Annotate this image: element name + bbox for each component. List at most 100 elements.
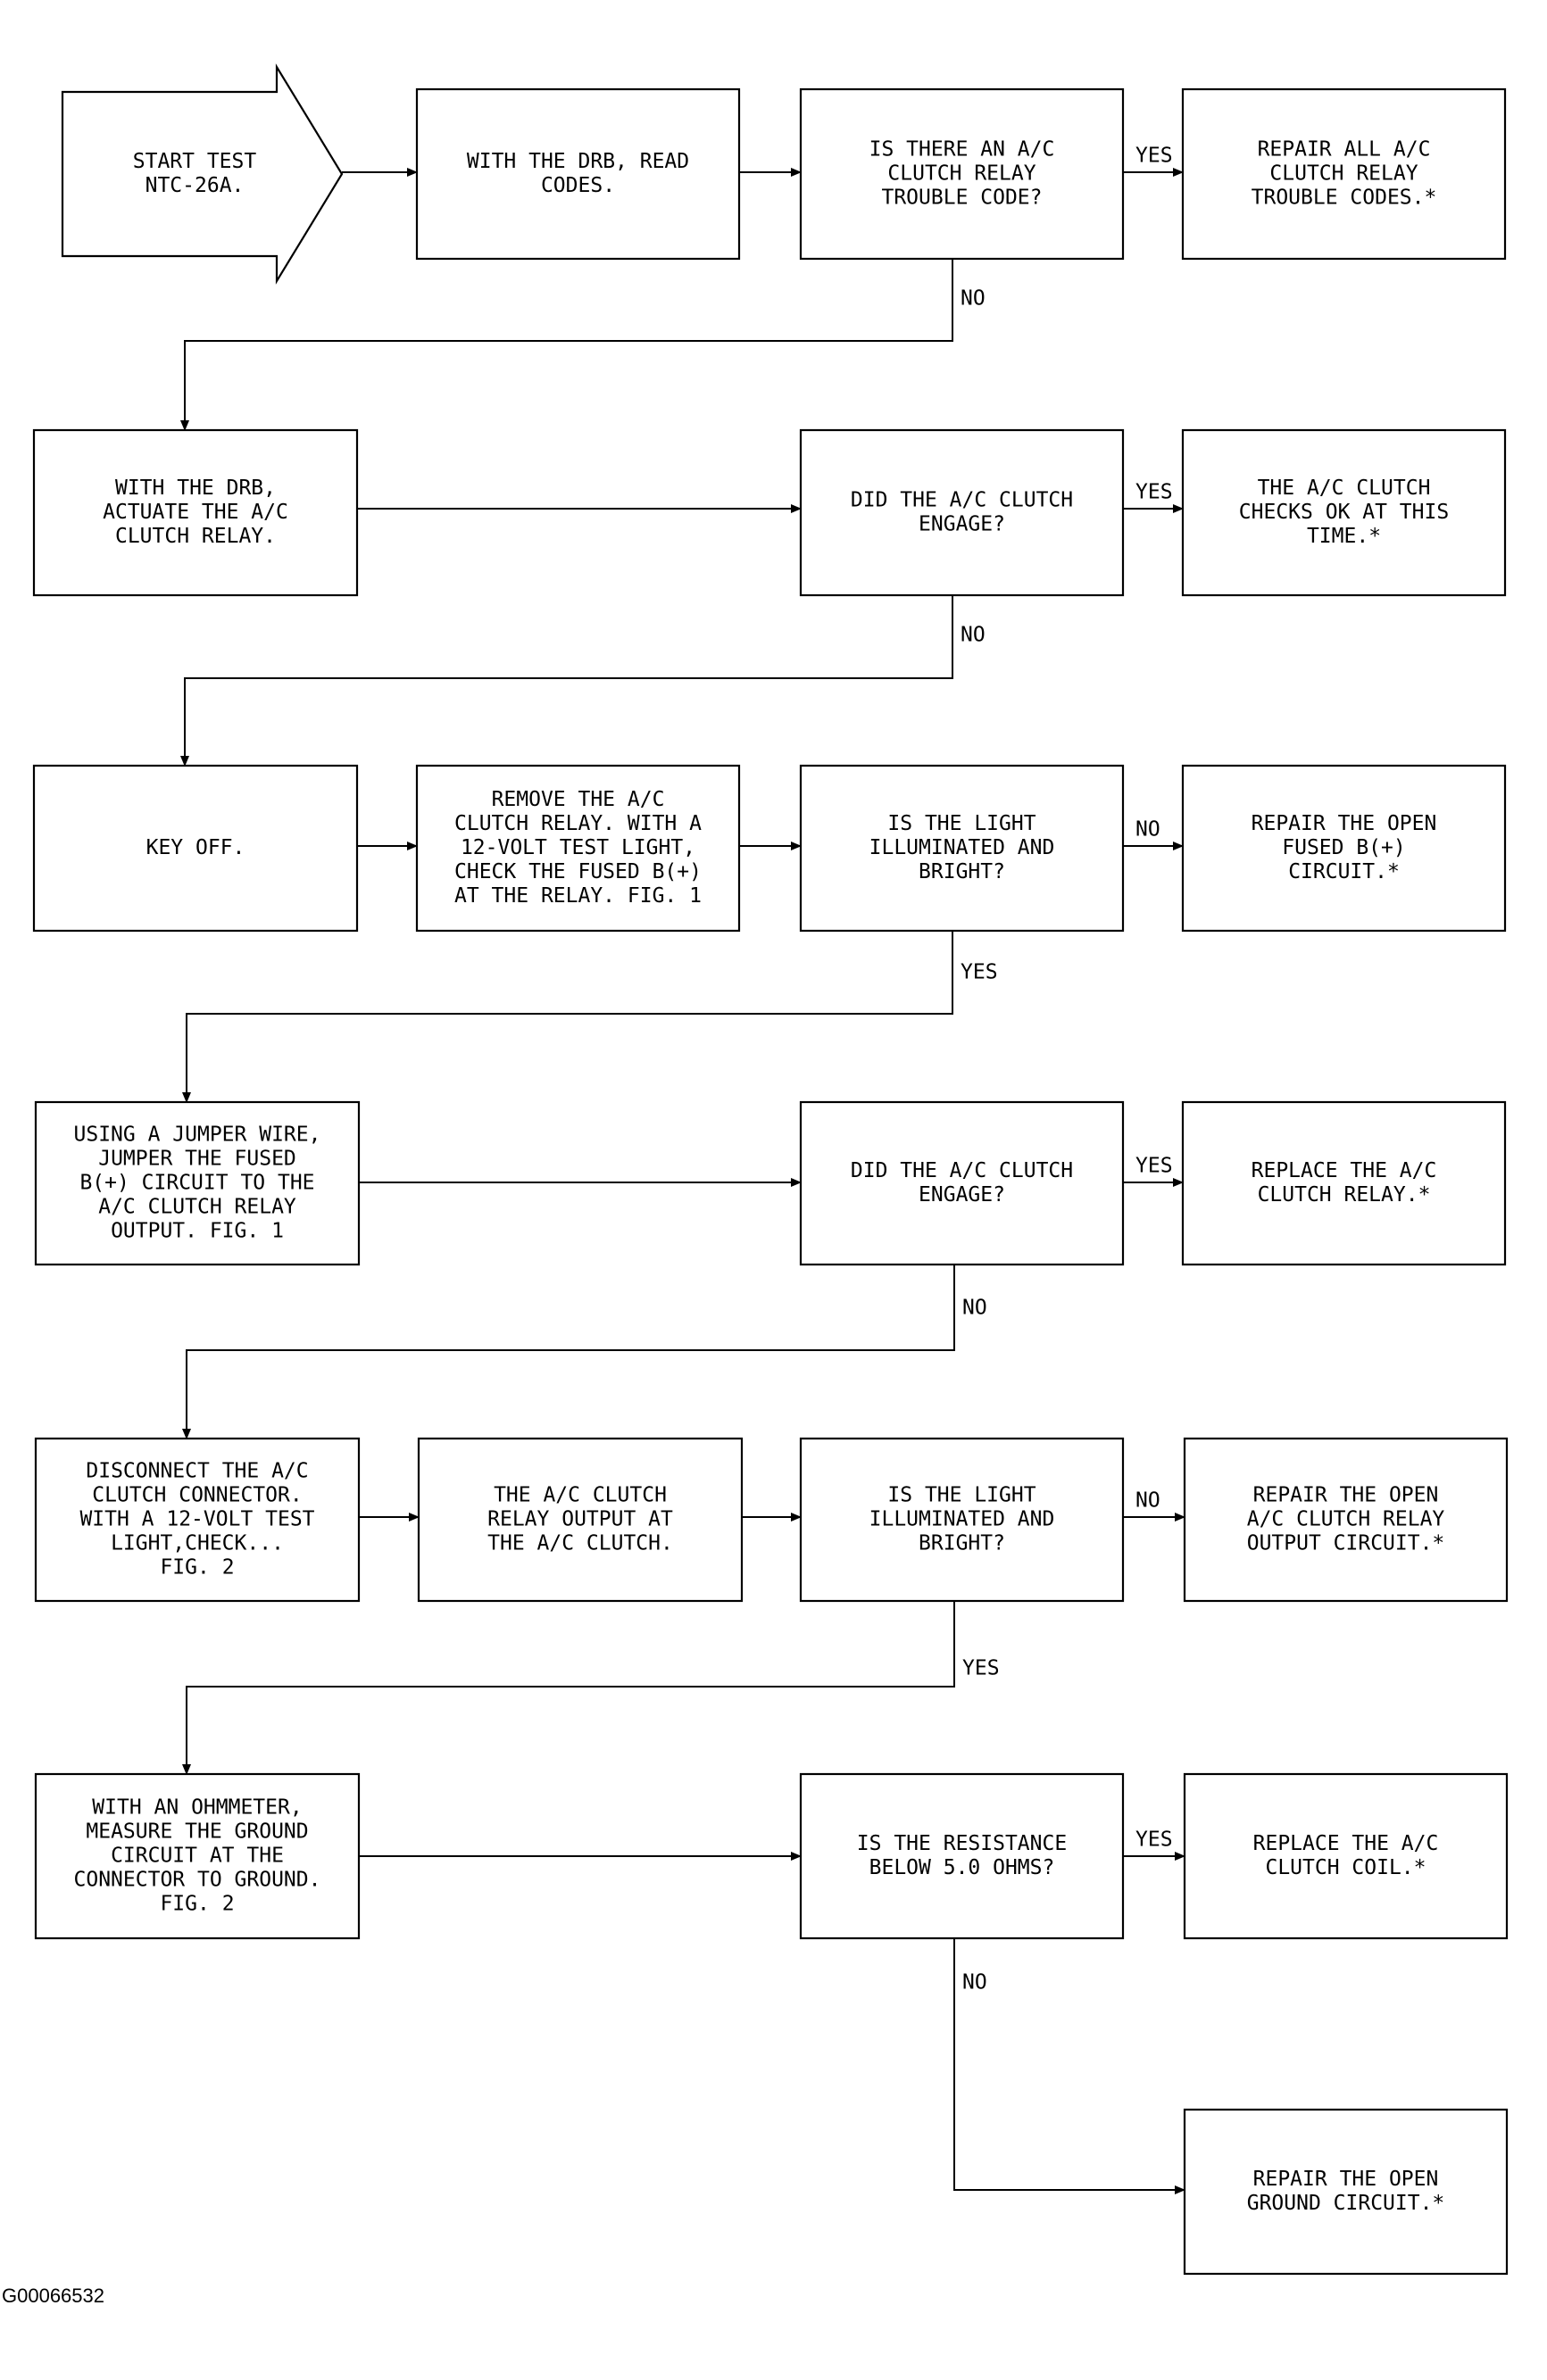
node-actuate-relay-line-2: ACTUATE THE A/C (103, 501, 288, 524)
node-relay-output-line-3: THE A/C CLUTCH. (487, 1532, 673, 1555)
node-q-engage-2-line-2: ENGAGE? (919, 1183, 1005, 1207)
node-jumper-wire-line-2: JUMPER THE FUSED (98, 1148, 296, 1171)
node-remove-relay-line-1: REMOVE THE A/C (492, 788, 665, 811)
node-q-trouble-code-line-3: TROUBLE CODE? (881, 187, 1042, 210)
box-replace-coil (1183, 1772, 1509, 1940)
node-q-trouble-code-line-2: CLUTCH RELAY (887, 162, 1035, 186)
node-q-light-1-line-3: BRIGHT? (919, 860, 1005, 883)
node-ohmmeter-line-2: MEASURE THE GROUND (86, 1820, 308, 1844)
edge-q-light-1-to-repair-fused: NO (1123, 818, 1184, 850)
node-ohmmeter-line-3: CIRCUIT AT THE (111, 1845, 284, 1868)
node-start-line-1: START TEST (133, 150, 257, 173)
box-repair-output (1183, 1437, 1509, 1603)
node-disconnect-line-1: DISCONNECT THE A/C (86, 1460, 308, 1483)
node-ohmmeter: WITH AN OHMMETER,MEASURE THE GROUNDCIRCU… (34, 1772, 361, 1940)
node-actuate-relay-line-3: CLUTCH RELAY. (115, 525, 276, 548)
box-replace-relay (1181, 1100, 1507, 1266)
node-jumper-wire-line-5: OUTPUT. FIG. 1 (111, 1220, 284, 1243)
edge-label-no: NO (962, 1971, 987, 1994)
node-replace-relay-line-2: CLUTCH RELAY.* (1258, 1183, 1431, 1207)
node-q-resistance-line-1: IS THE RESISTANCE (857, 1832, 1067, 1855)
node-repair-output-line-2: A/C CLUTCH RELAY (1247, 1508, 1445, 1531)
node-q-engage-1-line-1: DID THE A/C CLUTCH (851, 489, 1073, 512)
box-repair-ground (1183, 2108, 1509, 2276)
edge-label-yes: YES (1135, 1829, 1173, 1852)
edge-q-resistance-to-repair-ground: NO (953, 1938, 1185, 2194)
node-jumper-wire: USING A JUMPER WIRE,JUMPER THE FUSEDB(+)… (34, 1100, 361, 1266)
node-q-light-2-line-3: BRIGHT? (919, 1532, 1005, 1555)
edge-label-yes: YES (1135, 1155, 1173, 1178)
edge-label-no: NO (961, 287, 986, 311)
node-remove-relay-line-2: CLUTCH RELAY. WITH A (454, 812, 702, 835)
node-replace-relay-line-1: REPLACE THE A/C (1252, 1159, 1437, 1182)
box-disconnect (34, 1437, 361, 1603)
node-disconnect-line-5: FIG. 2 (160, 1556, 234, 1580)
edge-label-yes: YES (961, 961, 998, 984)
edge-q-resistance-to-replace-coil: YES (1123, 1829, 1185, 1861)
box-checks-ok (1181, 428, 1507, 597)
box-repair-codes (1181, 87, 1507, 261)
edge-q-engage-2-to-replace-relay: YES (1123, 1155, 1184, 1187)
box-q-light-1 (799, 764, 1125, 933)
node-jumper-wire-line-4: A/C CLUTCH RELAY (98, 1196, 296, 1219)
edge-line (180, 595, 953, 767)
node-repair-fused-line-2: FUSED B(+) (1282, 836, 1405, 859)
node-repair-fused-line-1: REPAIR THE OPEN (1252, 812, 1437, 835)
edge-label-no: NO (1135, 818, 1160, 842)
node-ohmmeter-line-1: WITH AN OHMMETER, (92, 1796, 302, 1820)
node-q-trouble-code-line-1: IS THERE AN A/C (869, 138, 1055, 162)
box-q-trouble-code (799, 87, 1125, 261)
node-remove-relay-line-5: AT THE RELAY. FIG. 1 (454, 884, 702, 908)
node-checks-ok-line-3: TIME.* (1307, 525, 1381, 548)
node-repair-codes-line-3: TROUBLE CODES.* (1252, 187, 1437, 210)
node-read-codes-line-1: WITH THE DRB, READ (467, 150, 689, 173)
node-jumper-wire-line-3: B(+) CIRCUIT TO THE (79, 1172, 314, 1195)
node-checks-ok-line-1: THE A/C CLUTCH (1258, 477, 1431, 500)
node-ohmmeter-line-4: CONNECTOR TO GROUND. (74, 1869, 321, 1892)
node-q-light-1-line-1: IS THE LIGHT (887, 812, 1035, 835)
edge-line (182, 931, 953, 1103)
node-repair-codes-line-2: CLUTCH RELAY (1269, 162, 1418, 186)
node-jumper-wire-line-1: USING A JUMPER WIRE, (74, 1124, 321, 1147)
box-q-engage-1 (799, 428, 1125, 597)
node-q-resistance-line-2: BELOW 5.0 OHMS? (869, 1856, 1055, 1879)
node-relay-output-line-2: RELAY OUTPUT AT (487, 1508, 673, 1531)
box-jumper-wire (34, 1100, 361, 1266)
edge-line (182, 1265, 955, 1439)
edge-q-engage-2-to-disconnect: NO (182, 1265, 987, 1439)
node-repair-codes-line-1: REPAIR ALL A/C (1258, 138, 1431, 162)
edge-q-light-2-to-ohmmeter: YES (182, 1601, 1000, 1775)
edge-label-yes: YES (1135, 481, 1173, 504)
edge-q-light-1-to-jumper-wire: YES (182, 931, 998, 1103)
node-checks-ok-line-2: CHECKS OK AT THIS (1239, 501, 1449, 524)
node-key-off-line-1: KEY OFF. (146, 836, 245, 859)
edge-label-no: NO (1135, 1489, 1160, 1513)
edge-line (953, 1938, 1185, 2194)
node-remove-relay-line-3: 12-VOLT TEST LIGHT, (461, 836, 695, 859)
node-q-engage-1-line-2: ENGAGE? (919, 513, 1005, 536)
box-q-light-2 (799, 1437, 1125, 1603)
node-disconnect-line-4: LIGHT,CHECK... (111, 1532, 284, 1555)
edge-line (180, 259, 953, 431)
box-ohmmeter (34, 1772, 361, 1940)
box-actuate-relay (32, 428, 359, 597)
edge-label-yes: YES (962, 1657, 1000, 1680)
node-repair-ground-line-2: GROUND CIRCUIT.* (1247, 2192, 1445, 2215)
node-key-off: KEY OFF. (32, 764, 359, 933)
